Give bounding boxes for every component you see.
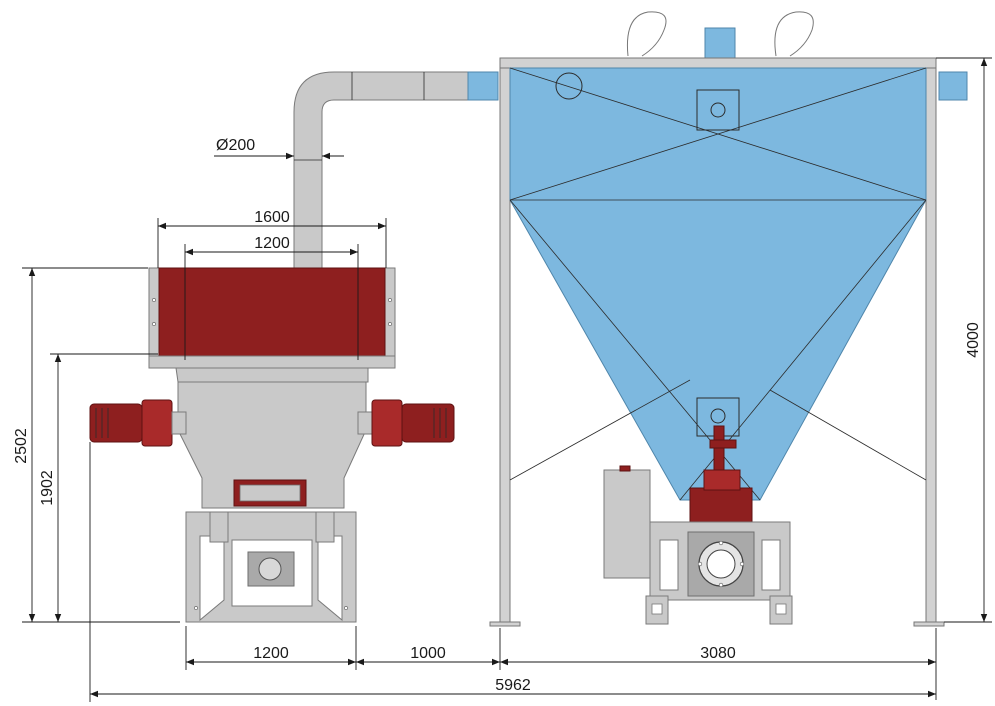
silo-top-port — [704, 27, 736, 59]
silo-discharger — [603, 425, 793, 625]
silo-manhole — [555, 72, 583, 100]
bolt-icon — [718, 582, 724, 588]
silo — [489, 11, 945, 627]
dim-hopper-base-height: 1902 — [39, 470, 56, 506]
bolt-icon — [388, 298, 392, 302]
bolt-icon — [152, 298, 156, 302]
dimension-labels: Ø200 1600 1200 2502 1902 1200 1000 3080 … — [13, 137, 982, 694]
bolt-icon — [194, 606, 198, 610]
bolt-icon — [739, 561, 745, 567]
silo-inspection-hatch — [696, 89, 740, 131]
dim-total-width: 5962 — [495, 677, 531, 694]
dim-hopper-inner-width: 1200 — [254, 235, 290, 252]
dim-base-width: 1200 — [253, 645, 289, 662]
dim-silo-height: 4000 — [965, 322, 982, 358]
lifting-eye — [774, 11, 814, 57]
dim-hopper-outer-width: 1600 — [254, 209, 290, 226]
bolt-icon — [152, 322, 156, 326]
silo-leg-left — [499, 57, 511, 625]
bolt-icon — [697, 561, 703, 567]
dim-gap-width: 1000 — [410, 645, 446, 662]
left-gear-motor — [89, 399, 187, 447]
lifting-eye — [626, 11, 667, 57]
dimension-lines — [22, 57, 992, 702]
hopper-red-box — [158, 267, 386, 357]
dim-silo-width: 3080 — [700, 645, 736, 662]
dim-overall-height: 2502 — [13, 428, 30, 464]
silo-leg-right — [925, 57, 937, 625]
mixer-body — [177, 381, 367, 509]
bolt-icon — [718, 540, 724, 546]
right-gear-motor — [357, 399, 455, 447]
left-mixer-unit — [89, 267, 455, 623]
bolt-icon — [388, 322, 392, 326]
duct-pipe — [293, 71, 968, 269]
bolt-icon — [344, 606, 348, 610]
control-cabinet — [603, 469, 651, 579]
dim-duct-diameter: Ø200 — [216, 137, 255, 154]
